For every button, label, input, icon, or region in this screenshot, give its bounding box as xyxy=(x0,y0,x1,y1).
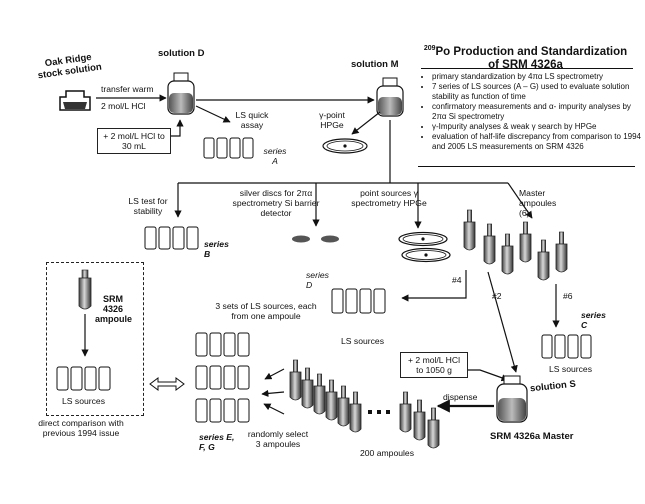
panel-top-rule xyxy=(421,68,633,69)
arrow-select-3 xyxy=(263,403,285,415)
series-a-vials xyxy=(203,137,254,159)
add-30ml-box: + 2 mol/L HCl to 30 mL xyxy=(97,128,171,154)
gamma-point-disc-icon xyxy=(322,138,368,154)
master-ampoules-icon xyxy=(463,209,568,281)
ampoule-2-label: #2 xyxy=(492,291,502,301)
point-sources-label: point sources γ spectrometry HPGe xyxy=(351,188,427,208)
series-c-vials xyxy=(541,334,592,359)
add-1050g-box: + 2 mol/L HCl to 1050 g xyxy=(400,352,468,378)
series-b-vials xyxy=(144,226,199,250)
hcl-label: 2 mol/L HCl xyxy=(101,101,146,111)
arrow-add-30 xyxy=(168,119,184,137)
transfer-label: transfer warm xyxy=(101,84,154,94)
direct-comparison-label: direct comparison with previous 1994 iss… xyxy=(38,418,124,438)
ampoule-6-label: #6 xyxy=(563,291,573,301)
point-sources-icon xyxy=(398,231,451,263)
bullet-item: evaluation of half-life discrepancy from… xyxy=(432,132,644,151)
master-ampoules-label: Master ampoules (6) xyxy=(519,188,557,218)
arrow-select-2 xyxy=(261,389,285,397)
three-sets-label: 3 sets of LS sources, each from one ampo… xyxy=(215,301,317,321)
srm-4326-label: SRM 4326 ampoule xyxy=(95,294,133,324)
randomly-select-label: randomly select 3 ampoules xyxy=(247,429,309,449)
silver-discs-icon xyxy=(292,235,339,243)
double-arrow-icon xyxy=(149,377,185,391)
bullet-item: 7 series of LS sources (A – G) used to e… xyxy=(432,82,644,101)
solution-m-label: solution M xyxy=(351,59,399,70)
series-d-label: series D xyxy=(306,270,329,290)
bottle-solution-m-icon xyxy=(376,77,404,117)
comparison-dashed-box xyxy=(46,262,144,416)
stock-container-icon xyxy=(59,90,91,111)
solution-d-label: solution D xyxy=(158,48,205,59)
arrow-4-to-d xyxy=(401,270,467,302)
bullet-item: γ-Impurity analyses & weak γ search by H… xyxy=(432,122,644,131)
ls-test-label: LS test for stability xyxy=(128,196,168,216)
ampoule-4-label: #4 xyxy=(452,275,462,285)
left-ls-sources-label: LS sources xyxy=(62,396,105,406)
bullet-item: primary standardization by 4πα LS spectr… xyxy=(432,72,644,81)
series-efg-label: series E, F, G xyxy=(199,432,235,452)
series-c-label: series C xyxy=(581,310,606,330)
ellipsis-dots xyxy=(368,410,390,414)
ampoules-200-label: 200 ampoules xyxy=(360,448,414,458)
series-b-label: series B xyxy=(204,239,229,259)
ampoule-row-icon xyxy=(289,359,440,449)
silver-discs-label: silver discs for 2πα spectrometry Si bar… xyxy=(232,188,320,218)
srm-4326-ampoule-icon xyxy=(78,269,92,310)
bullet-item: confirmatory measurements and α- impurit… xyxy=(432,102,644,121)
arrow-m-to-gamma xyxy=(351,111,381,135)
series-efg-vials xyxy=(195,332,250,423)
ls-quick-label: LS quick assay xyxy=(235,110,269,130)
series-d-vials xyxy=(331,288,386,314)
left-ls-vials xyxy=(56,366,111,391)
panel-bottom-rule xyxy=(418,166,635,167)
dispense-label: dispense xyxy=(443,392,478,402)
arrow-select-1 xyxy=(264,368,285,380)
bottle-srm-master-icon xyxy=(496,375,528,423)
srm-master-label: SRM 4326a Master xyxy=(490,431,574,442)
gamma-point-label: γ-point HPGe xyxy=(319,110,345,130)
arrow-2-to-s xyxy=(487,271,518,373)
panel-bullets: primary standardization by 4πα LS spectr… xyxy=(421,72,644,152)
bottle-solution-d-icon xyxy=(167,72,195,115)
arrow-d-to-quick xyxy=(195,105,231,123)
arrow-to-master xyxy=(507,182,533,219)
ls-sources-c-label: LS sources xyxy=(549,364,592,374)
ls-sources-mid-label: LS sources xyxy=(341,336,384,346)
panel-title: 209Po Production and Standardization of … xyxy=(423,45,628,71)
series-a-label: series A xyxy=(263,146,287,166)
